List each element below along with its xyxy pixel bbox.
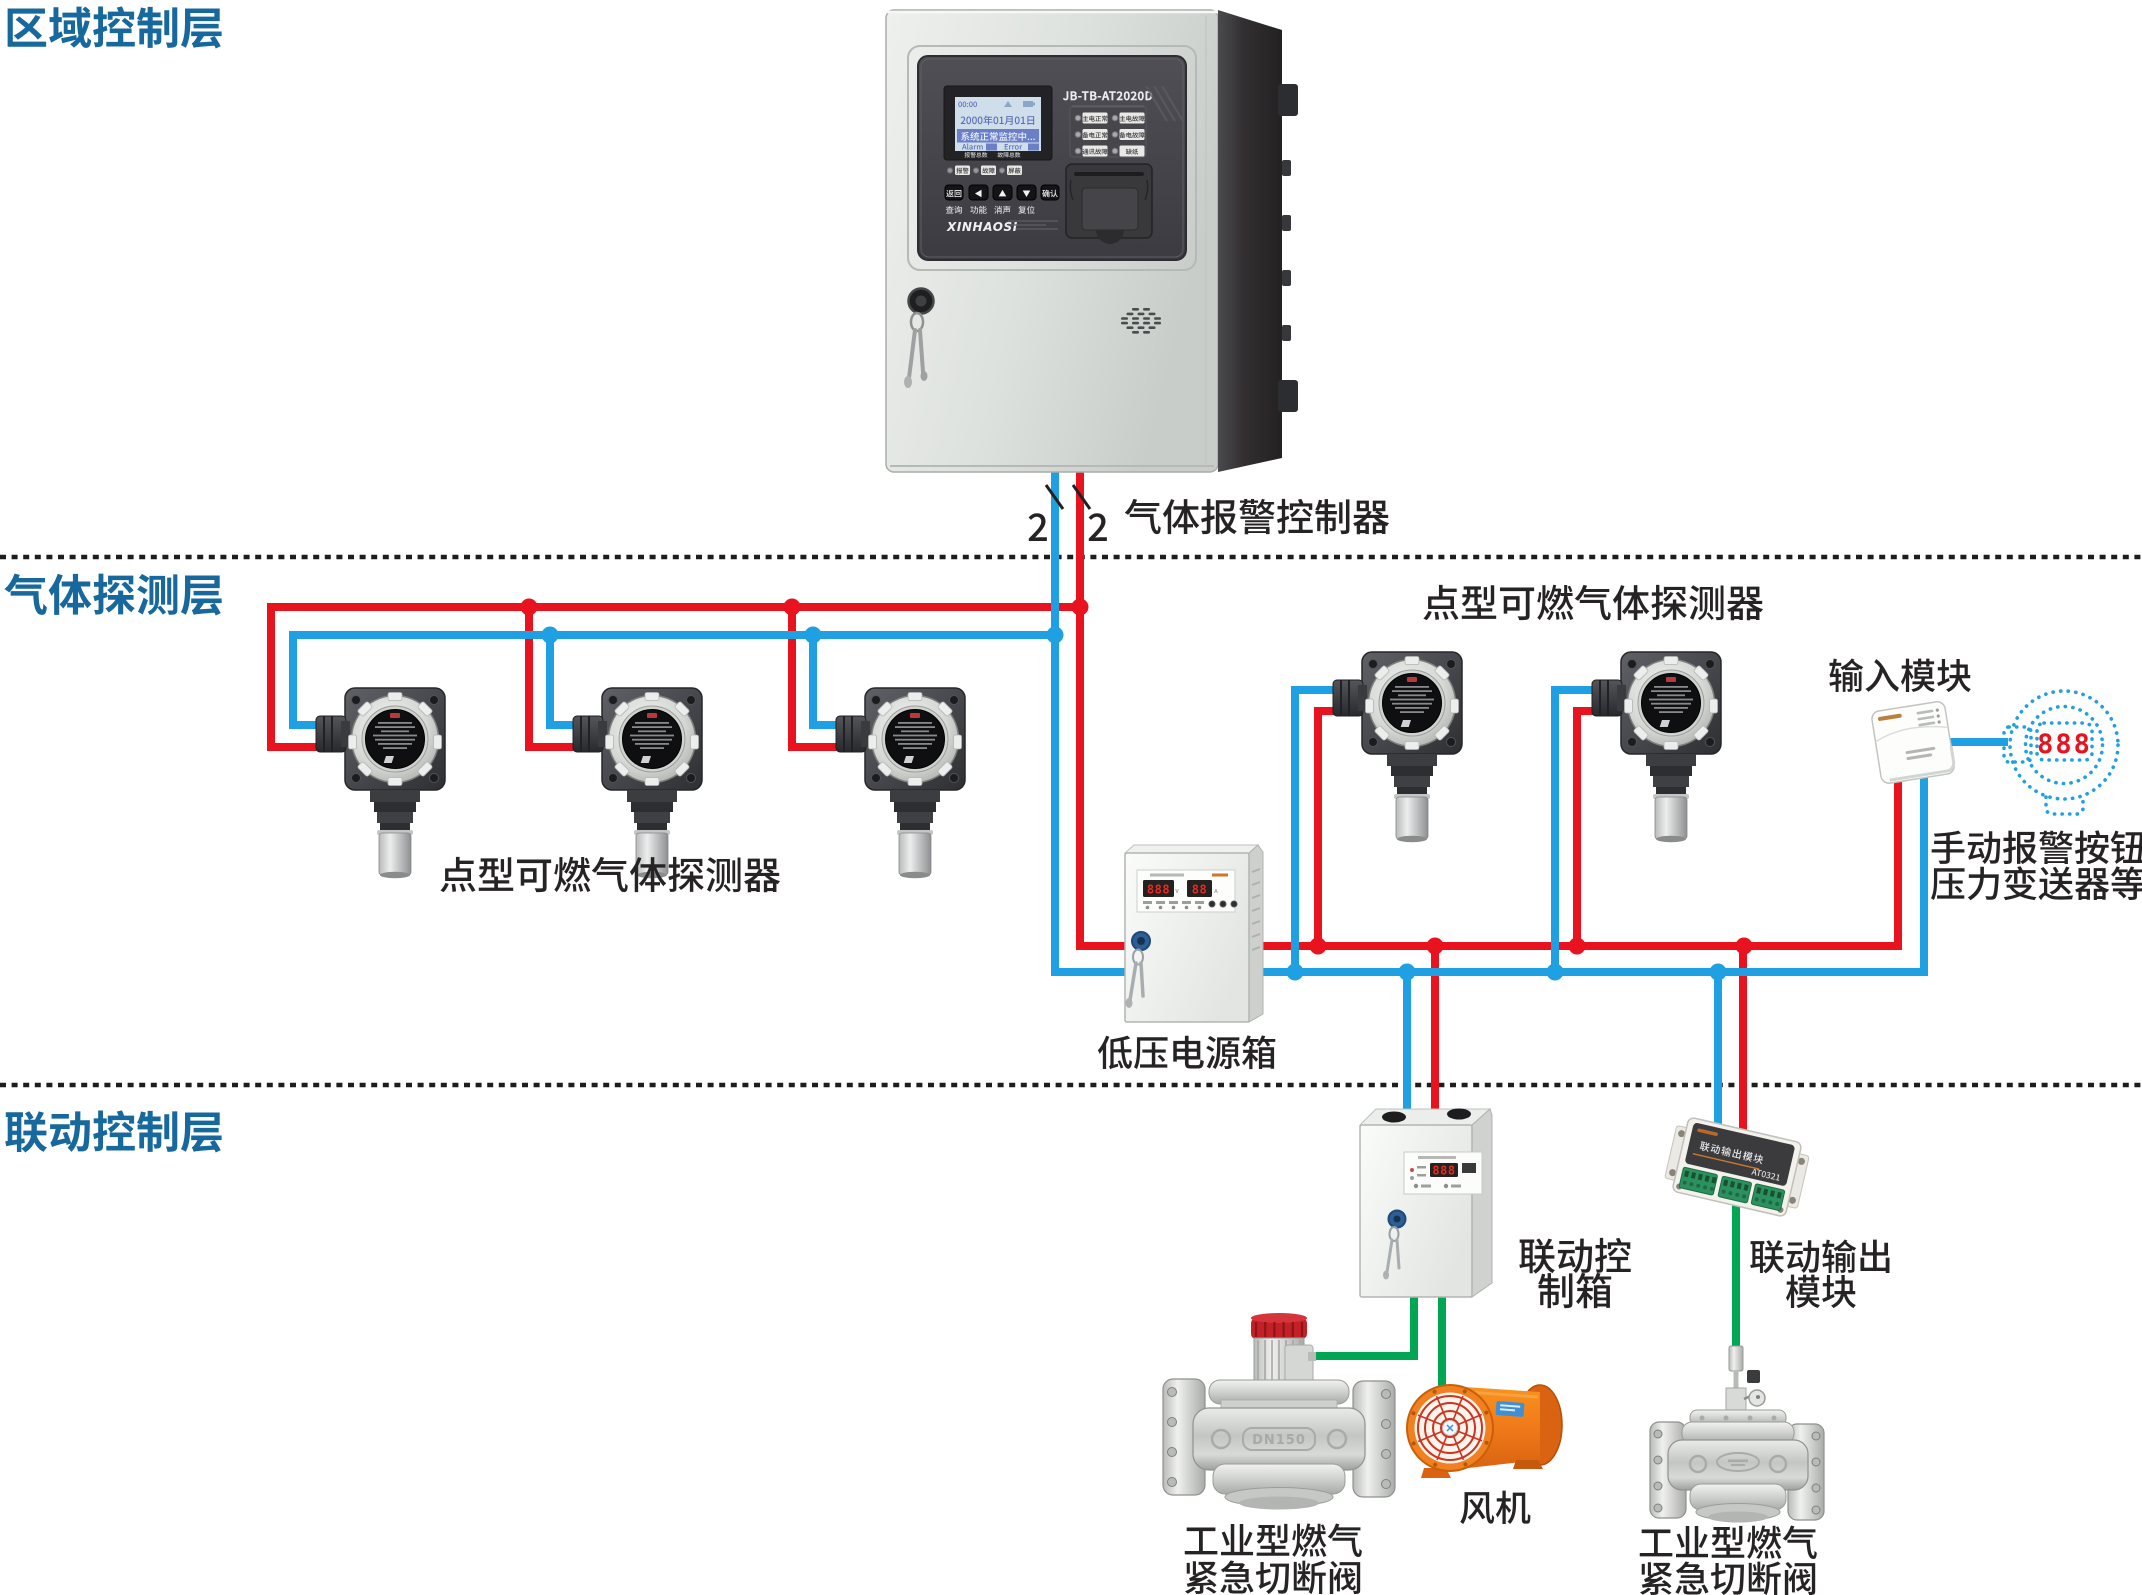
output-module-label-1: 联动输出 — [1749, 1229, 1893, 1281]
low-voltage-power-box: 888 V 88 A — [1123, 844, 1264, 1023]
alarm-button-label-1: 手动报警按钮 — [1930, 820, 2142, 872]
indicator-label-4: 通讯故障 — [1082, 147, 1108, 156]
green-wire-valve-left — [1310, 1290, 1418, 1360]
power-voltage-display: 888 — [1147, 883, 1170, 897]
alarm-total-label: 报警总数 — [964, 150, 987, 159]
btn-caption-3: 复位 — [1018, 204, 1036, 216]
detectors-left-label: 点型可燃气体探测器 — [439, 845, 781, 900]
lcd-status: 系统正常监控中... — [961, 129, 1036, 143]
indicator-label-2: 备电正常 — [1082, 130, 1108, 139]
linkage-box-label-1: 联动控 — [1518, 1226, 1632, 1281]
blue-bus-detection-left — [289, 631, 1055, 729]
blue-wire-detector-2 — [546, 635, 574, 729]
indicator-label-1: 主电故障 — [1119, 114, 1145, 123]
cabinet-hinges — [1278, 84, 1298, 412]
alarm-button-label-2: 压力变送器等 — [1930, 856, 2142, 908]
lcd-date: 2000年01月01日 — [960, 112, 1036, 127]
power-box-label: 低压电源箱 — [1097, 1025, 1277, 1077]
wire-count-left: 2 — [1027, 497, 1049, 552]
btn-left-label: ◀ — [975, 189, 983, 200]
btn-down — [1016, 184, 1037, 201]
indicator-label-5: 缺纸 — [1126, 147, 1139, 156]
red-wire-detector-3 — [788, 607, 837, 751]
blue-wire-detector-3 — [809, 635, 837, 729]
lcd-time: 00:00 — [958, 99, 977, 110]
brand-logo: XINHAOSI — [946, 220, 1018, 234]
btn-caption-2: 消声 — [994, 204, 1011, 216]
blue-wire-detector-5 — [1551, 686, 1593, 972]
btn-back — [944, 184, 964, 201]
lcd-alarm-label: Alarm — [962, 142, 983, 153]
valve-left-label-1: 工业型燃气 — [1183, 1513, 1363, 1565]
power-volt-unit: V — [1174, 887, 1179, 895]
btn-left — [968, 184, 989, 201]
input-module — [1871, 701, 1956, 784]
btn-caption-1: 功能 — [970, 204, 988, 216]
wire-count-right: 2 — [1087, 497, 1109, 552]
power-current-display: 88 — [1192, 883, 1207, 897]
controller-model-text: JB-TB-AT2020D — [1063, 88, 1153, 104]
led-label-0: 报警 — [956, 166, 969, 175]
indicator-label-0: 主电正常 — [1082, 114, 1108, 123]
btn-up-label: ▲ — [999, 189, 1007, 200]
wire-junction-dots — [520, 598, 1753, 981]
valve-right-label-2: 紧急切断阀 — [1638, 1551, 1818, 1595]
controller-led-row: 报警 故障 屏蔽 — [946, 165, 1022, 175]
red-wire-detector-2 — [525, 607, 574, 751]
diagram-labels: 区域控制层气体探测层联动控制层气体报警控制器点型可燃气体探测器点型可燃气体探测器… — [4, 0, 2142, 1595]
blue-trunk-controller — [1051, 472, 1928, 976]
exhaust-fan — [1406, 1384, 1563, 1478]
controller-printer — [1065, 163, 1153, 244]
fault-total-label: 故障总数 — [997, 150, 1020, 159]
led-label-2: 屏蔽 — [1008, 166, 1021, 175]
linkage-control-box: 888 — [1358, 1108, 1493, 1298]
input-module-label: 输入模块 — [1828, 648, 1972, 700]
red-trunk-controller — [1076, 472, 1902, 950]
layer-label-detection: 气体探测层 — [4, 560, 224, 624]
valve-left-label-2: 紧急切断阀 — [1183, 1550, 1363, 1595]
red-wire-detector-4 — [1314, 707, 1334, 946]
linkage-box-display: 888 — [1432, 1164, 1455, 1178]
layer-label-linkage: 联动控制层 — [4, 1097, 224, 1161]
red-bus-detection-left — [267, 603, 1080, 751]
output-module-label-2: 模块 — [1785, 1264, 1857, 1316]
btn-confirm — [1040, 184, 1060, 201]
lcd-error-label: Error — [1004, 142, 1023, 153]
alarm-button-display: 888 — [2037, 729, 2092, 760]
valve-size-mark: DN150 — [1252, 1433, 1306, 1448]
blue-wire-detector-4 — [1291, 686, 1334, 972]
cabinet-speaker-grille — [1121, 308, 1161, 334]
btn-up — [992, 184, 1013, 201]
valve-right-label-1: 工业型燃气 — [1638, 1515, 1818, 1567]
fan-label: 风机 — [1459, 1480, 1531, 1532]
gas-detector-5 — [1591, 651, 1722, 844]
gas-detector-3 — [835, 687, 966, 880]
btn-back-label: 返回 — [946, 189, 962, 200]
controller-label: 气体报警控制器 — [1124, 487, 1390, 542]
led-label-1: 故障 — [982, 166, 995, 175]
btn-confirm-label: 确认 — [1042, 189, 1058, 200]
controller-buttons: 返回 ◀ ▲ ▼ 确认查询功能消声复位 — [944, 184, 1060, 216]
power-amp-unit: A — [1214, 887, 1218, 895]
btn-caption-0: 查询 — [945, 204, 963, 216]
btn-down-label: ▼ — [1023, 189, 1031, 200]
cabinet-key-lock — [904, 287, 935, 388]
red-wire-detector-5 — [1573, 707, 1593, 946]
linkage-box-label-2: 制箱 — [1537, 1261, 1613, 1316]
manual-alarm-button: 888 — [2002, 689, 2120, 816]
indicator-label-3: 备电故障 — [1119, 130, 1145, 139]
gas-shutoff-valve-right — [1649, 1345, 1825, 1523]
detectors-right-label: 点型可燃气体探测器 — [1422, 573, 1764, 628]
layer-label-area: 区域控制层 — [4, 0, 224, 57]
gas-shutoff-valve-left: DN150 — [1162, 1313, 1396, 1510]
gas-detector-1 — [315, 687, 446, 880]
gas-detector-4 — [1332, 651, 1463, 844]
